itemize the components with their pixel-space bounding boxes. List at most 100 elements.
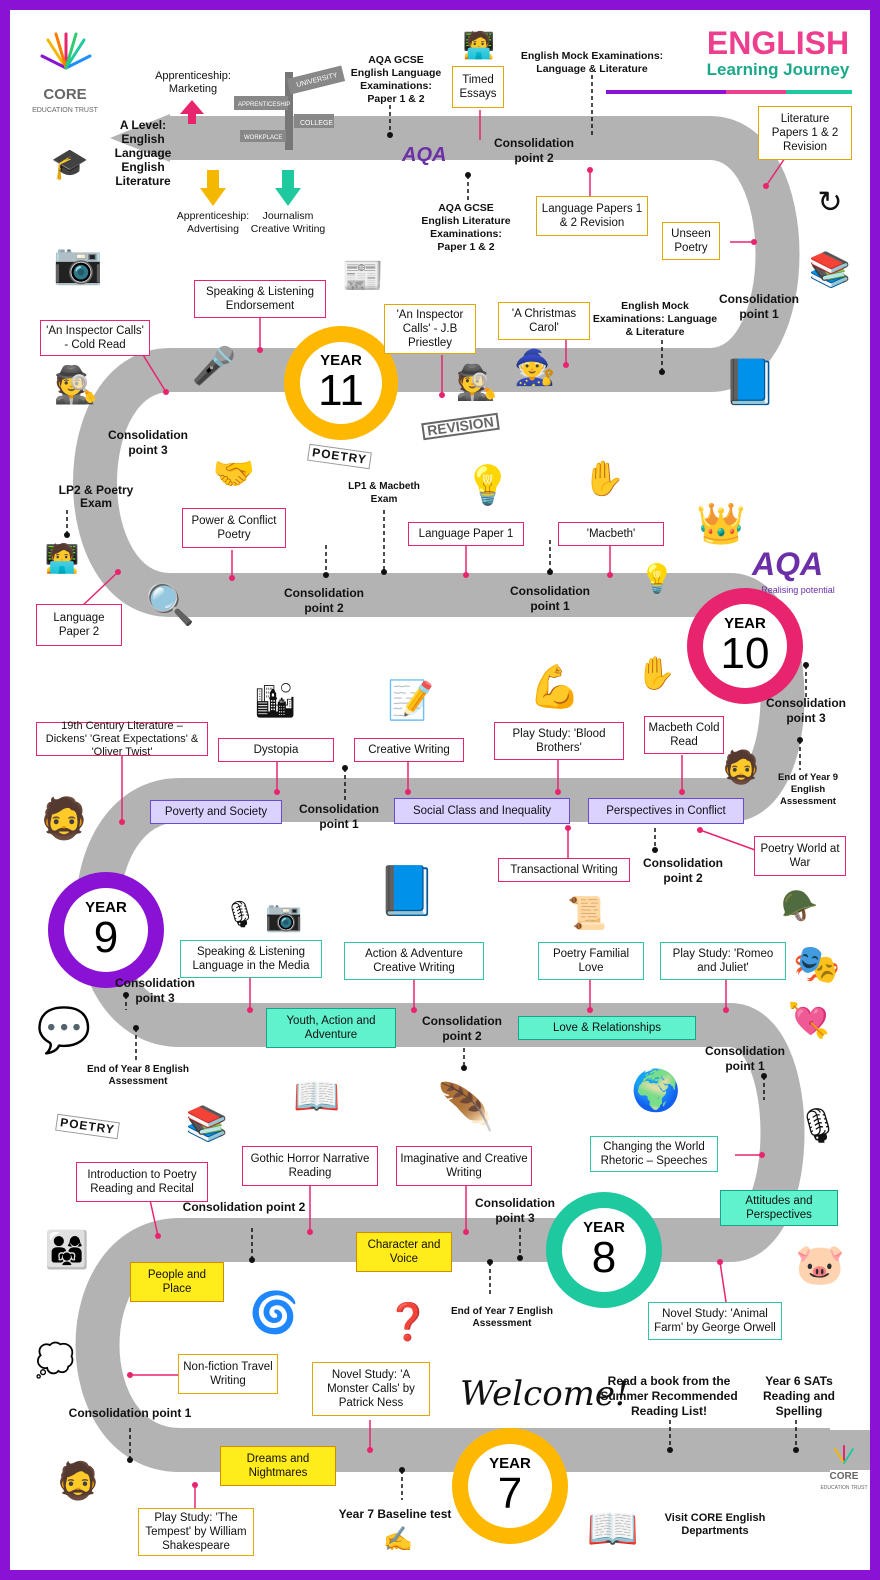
cp1-y9: Consolidation point 1	[299, 802, 379, 831]
media-collage-icon: 📷	[53, 241, 103, 286]
globe-icon: 🌍	[631, 1068, 681, 1113]
title-english: ENGLISH	[706, 25, 850, 61]
label-mock-2: English Mock Examinations: Language & Li…	[592, 300, 718, 338]
ideas-box-icon: 💡	[464, 465, 512, 507]
sign-apprenticeship: APPRENTICESHIP	[238, 102, 291, 108]
thought-cloud-icon: 💭	[35, 1342, 75, 1378]
cp3-y8: Consolidation point 3	[115, 976, 195, 1005]
theatre-masks-icon: 🎭	[793, 944, 841, 986]
year-11-number: 11	[318, 366, 364, 415]
box-rhetoric-speeches: Changing the World Rhetoric – Speeches	[590, 1136, 718, 1172]
speech-bubble-icon: 💬	[36, 1006, 92, 1055]
cp1-y11: Consolidation point 1	[510, 584, 590, 613]
scrooge-icon: 🧙	[513, 349, 557, 387]
badge-year-7: YEAR 7	[452, 1428, 568, 1544]
cp3-y7: Consolidation point 3	[475, 1196, 555, 1225]
year-8-word: YEAR	[583, 1219, 625, 1236]
pig-icon: 🐷	[795, 1242, 845, 1287]
dickens-portrait-icon: 🧔	[39, 796, 89, 841]
core-logo-small-text: CORE	[829, 1471, 859, 1482]
arrow-down-teal	[275, 170, 301, 206]
label-aqa-language: AQA GCSE English Language Examinations: …	[350, 54, 442, 105]
inspector-silhouette-icon: 🕵	[53, 364, 99, 405]
theme-character-voice: Character and Voice	[356, 1232, 452, 1272]
cp2-y11: Consolidation point 2	[284, 586, 364, 615]
box-macbeth: 'Macbeth'	[558, 522, 664, 546]
dystopia-city-icon: 🏙	[253, 682, 297, 720]
box-gothic-horror: Gothic Horror Narrative Reading	[242, 1146, 378, 1186]
theme-love-relationships: Love & Relationships	[518, 1016, 696, 1040]
aqa-tagline: Realising potential	[761, 585, 835, 595]
year-7-word: YEAR	[489, 1455, 531, 1472]
core-logo-sub: EDUCATION TRUST	[32, 107, 98, 114]
box-action-adventure: Action & Adventure Creative Writing	[344, 942, 484, 980]
instagram-icon: 📷	[265, 899, 303, 933]
year-7-number: 7	[497, 1469, 523, 1518]
arrow-up-pink	[180, 100, 204, 124]
box-imaginative-writing: Imaginative and Creative Writing	[396, 1146, 532, 1186]
box-the-tempest: Play Study: 'The Tempest' by William Sha…	[138, 1508, 254, 1556]
box-creative-writing: Creative Writing	[354, 738, 464, 762]
heart-dagger-icon: 💘	[787, 1002, 831, 1040]
microphone-icon-2: 🎙	[796, 1107, 840, 1145]
question-head-icon: ❓	[385, 1301, 431, 1342]
label-summer-reading: Read a book from the Summer Recommended …	[600, 1374, 738, 1418]
box-poetry-world-war: Poetry World at War	[754, 836, 846, 876]
pen-writing-icon: ✍	[383, 1525, 413, 1553]
box-19th-century: 19th Century Literature – Dickens' 'Grea…	[36, 720, 208, 758]
speaker-audience-icon: 🎤	[191, 345, 237, 386]
a-z-book-icon: 📘	[722, 358, 778, 407]
badge-year-9: YEAR 9	[48, 872, 164, 988]
page-title: ENGLISH Learning Journey	[698, 26, 858, 80]
a-z-book-icon-2: 📘	[377, 864, 437, 918]
label-lp1-exam: LP1 & Macbeth Exam	[348, 481, 420, 505]
label-journalism: Journalism Creative Writing	[250, 210, 326, 235]
bloody-hand-icon: ✋	[582, 460, 626, 498]
cp2-y7: Consolidation point 2	[182, 1200, 306, 1214]
year-8-number: 8	[591, 1233, 617, 1282]
badge-year-8: YEAR 8	[546, 1192, 662, 1308]
box-sl-media: Speaking & Listening Language in the Med…	[180, 940, 322, 978]
badge-year-11: YEAR 11	[284, 326, 398, 440]
label-visit-core: Visit CORE English Departments	[664, 1512, 766, 1537]
quill-paper-icon: 🪶	[437, 1080, 495, 1133]
welcome-script: Welcome!	[460, 1374, 629, 1414]
core-logo-small-sub: EDUCATION TRUST	[820, 1485, 868, 1491]
label-mock-top: English Mock Examinations: Language & Li…	[520, 50, 664, 75]
poet-corner-icon: 📜	[567, 895, 607, 931]
arm-wrestle-icon: 💪	[528, 662, 582, 710]
cp1-top: Consolidation point 1	[719, 292, 799, 321]
sign-college: COLLEGE	[300, 120, 334, 127]
label-end-year-7: End of Year 7 English Assessment	[450, 1306, 554, 1329]
cp1-y7: Consolidation point 1	[68, 1406, 192, 1420]
core-logo-text: CORE	[43, 86, 87, 103]
crown-icon: 👑	[696, 501, 746, 546]
cp2-y9: Consolidation point 2	[643, 856, 723, 885]
box-nonfiction-travel: Non-fiction Travel Writing	[178, 1354, 278, 1394]
box-inspector-cold: 'An Inspector Calls' - Cold Read	[40, 320, 150, 356]
desk-student-icon: 🧑‍💻	[462, 29, 496, 60]
cp2-y8: Consolidation point 2	[422, 1014, 502, 1043]
year-9-number: 9	[93, 913, 119, 962]
ideas-icon-small: 💡	[639, 562, 675, 594]
signpost-graphic	[234, 65, 346, 150]
label-alevel: A Level: English Language English Litera…	[114, 118, 172, 188]
shakespeare-icon: 🧔	[55, 1460, 101, 1501]
cp3-y11: Consolidation point 3	[108, 428, 188, 457]
box-dystopia: Dystopia	[218, 738, 334, 762]
box-animal-farm: Novel Study: 'Animal Farm' by George Orw…	[648, 1302, 782, 1340]
open-book-icon: 📖	[586, 1504, 640, 1552]
box-monster-calls: Novel Study: 'A Monster Calls' by Patric…	[312, 1362, 430, 1416]
year-10-word: YEAR	[724, 615, 766, 632]
box-poetry-familial: Poetry Familial Love	[538, 942, 644, 980]
box-unseen-poetry: Unseen Poetry	[662, 222, 720, 260]
shakespeare-portrait-icon: 🧔	[721, 749, 761, 785]
label-lp2-exam: LP2 & Poetry Exam	[58, 483, 134, 510]
theme-social-class: Social Class and Inequality	[394, 798, 570, 824]
box-blood-brothers: Play Study: 'Blood Brothers'	[494, 722, 624, 760]
badge-year-10: YEAR 10	[687, 588, 803, 704]
box-sl-endorsement: Speaking & Listening Endorsement	[194, 280, 326, 318]
theme-attitudes: Attitudes and Perspectives	[720, 1190, 838, 1226]
books-stack-icon-2: 📚	[185, 1105, 229, 1143]
sign-workplace: WORKPLACE	[244, 135, 283, 141]
